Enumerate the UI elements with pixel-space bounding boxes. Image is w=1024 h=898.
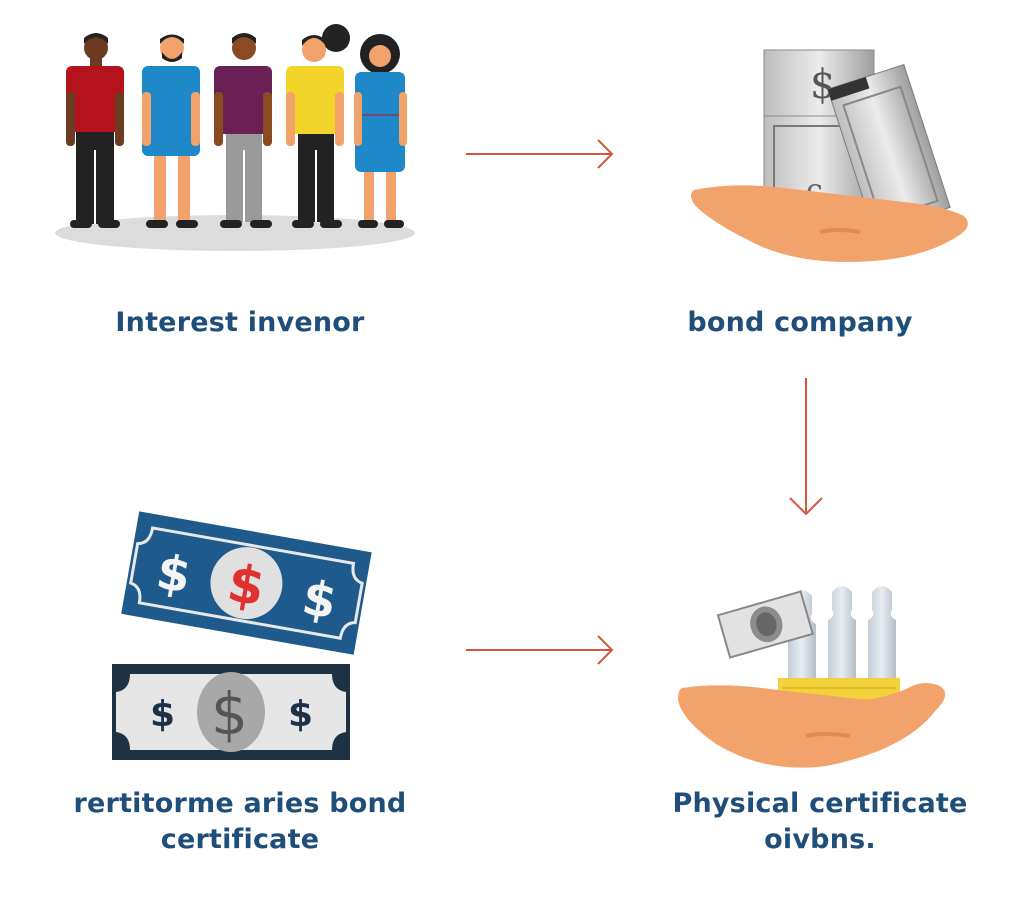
certificate-label-line1: rertitorme aries bond [73,788,407,819]
physical-label: Physical certificate oivbns. [620,786,1020,858]
certificate-label-line2: certificate [160,824,320,855]
arrow-certificate-to-physical [462,632,622,668]
investors-illustration [50,20,430,260]
hand-holding-certificates-icon [678,586,946,768]
arrow-down-icon [789,378,823,516]
person-purple-shirt [214,33,272,228]
person-yellow-shirt [286,24,350,228]
investors-label: Interest invenor [115,307,365,338]
svg-text:$: $ [211,680,248,748]
arrow-right-icon [466,635,614,665]
small-banknote [716,590,814,659]
people-group-icon [55,24,415,251]
arrow-right-icon [466,139,614,169]
physical-label-line2: oivbns. [764,824,876,855]
banknotes-icon: $ $ $ $ $ $ [112,511,372,760]
physical-illustration [670,570,970,780]
certificate-label: rertitorme aries bond certificate [40,786,440,858]
arrow-investors-to-company [462,136,622,172]
certificate-illustration: $ $ $ $ $ $ [100,510,380,770]
blue-banknote: $ $ $ [121,511,372,655]
person-blue-dress [354,34,407,228]
company-label: bond company [687,307,913,338]
arrow-company-to-physical [786,374,826,522]
svg-text:$: $ [288,694,313,735]
svg-text:$: $ [150,694,175,735]
person-red-shirt [66,33,124,228]
company-illustration: $ c [680,40,980,280]
dark-banknote: $ $ $ [112,664,350,760]
hand-holding-money-icon: $ c [691,49,968,262]
physical-label-line1: Physical certificate [672,788,968,819]
person-blue-shirt [142,34,200,228]
